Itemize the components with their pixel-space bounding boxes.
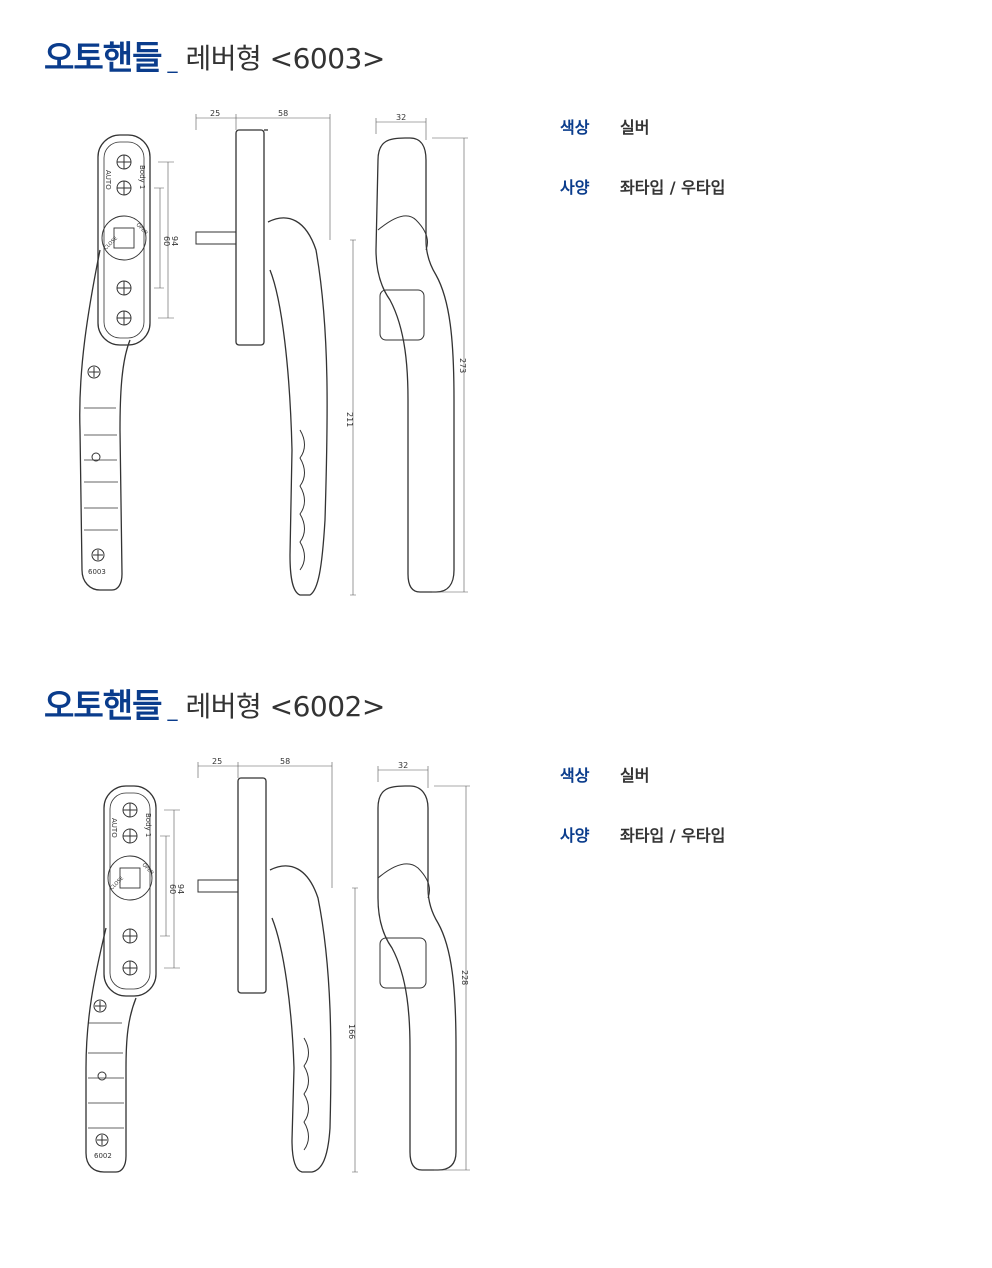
spec-label: 사양 [560, 178, 590, 197]
product-section-6002: 오토핸들 _ 레버형 <6002> AUTO Body 1 OPEN CLOSE [0, 648, 992, 1268]
front-lever-arm [79, 249, 131, 591]
dim-94: 94 [170, 236, 179, 246]
dim-32: 32 [396, 113, 406, 122]
side-base-plate [237, 777, 267, 994]
dim-94: 94 [176, 884, 185, 894]
side-base-plate [235, 129, 265, 346]
dim-32: 32 [398, 761, 408, 770]
dim-25: 25 [212, 757, 222, 766]
screw-icon [93, 802, 138, 1147]
spec-label: 색상 [560, 118, 590, 137]
plate-label-open: OPEN [141, 862, 155, 876]
product-brand: 오토핸들 [44, 38, 162, 77]
product-model: 레버형 <6003> [185, 42, 385, 75]
spec-row-color: 색상 실버 [560, 112, 725, 140]
plate-label-body: Body 1 [144, 813, 152, 837]
front-lever-arm [85, 927, 137, 1173]
dim-273: 273 [458, 358, 467, 373]
plate-label-auto: AUTO [110, 818, 118, 838]
side-spindle [195, 231, 237, 245]
dim-60: 60 [162, 236, 171, 246]
product-model: 레버형 <6002> [185, 690, 385, 723]
dim-58: 58 [280, 757, 290, 766]
spec-value: 실버 [620, 766, 650, 785]
spec-list: 색상 실버 사양 좌타입 / 우타입 [560, 760, 725, 880]
plate-label-close: CLOSE [103, 236, 119, 252]
spec-value: 좌타입 / 우타입 [620, 826, 726, 845]
plate-label-auto: AUTO [104, 170, 112, 190]
rear-lever [375, 137, 455, 593]
plate-label-body: Body 1 [138, 165, 146, 189]
product-section-6003: 오토핸들 _ 레버형 <6003> AUTO B [0, 0, 992, 620]
dim-166: 166 [347, 1024, 356, 1039]
technical-drawing: AUTO Body 1 OPEN CLOSE 6003 94 60 [79, 109, 468, 596]
plate-label-code: 6003 [88, 568, 106, 576]
spec-row-type: 사양 좌타입 / 우타입 [560, 820, 725, 848]
spec-row-color: 색상 실버 [560, 760, 725, 788]
plate-label-code: 6002 [94, 1152, 112, 1160]
dim-25: 25 [210, 109, 220, 118]
dim-228: 228 [460, 970, 469, 985]
plate-label-open: OPEN [135, 222, 149, 236]
title-separator: _ [167, 49, 178, 73]
front-base-plate [103, 785, 157, 997]
product-title: 오토핸들 _ 레버형 <6003> [44, 30, 385, 78]
title-separator: _ [167, 697, 178, 721]
product-brand: 오토핸들 [44, 686, 162, 725]
plate-label-close: CLOSE [109, 876, 125, 892]
dim-58: 58 [278, 109, 288, 118]
spec-label: 색상 [560, 766, 590, 785]
screw-icon [87, 154, 132, 562]
dim-60: 60 [168, 884, 177, 894]
technical-drawing: AUTO Body 1 OPEN CLOSE 6002 94 60 25 58 [85, 757, 470, 1173]
spec-row-type: 사양 좌타입 / 우타입 [560, 172, 725, 200]
spec-value: 좌타입 / 우타입 [620, 178, 726, 197]
product-title: 오토핸들 _ 레버형 <6002> [44, 678, 385, 726]
side-lever [267, 217, 328, 596]
spec-value: 실버 [620, 118, 650, 137]
spec-list: 색상 실버 사양 좌타입 / 우타입 [560, 112, 725, 232]
side-spindle [197, 879, 239, 893]
dim-211: 211 [345, 412, 354, 427]
rear-lever [377, 785, 457, 1171]
spec-label: 사양 [560, 826, 590, 845]
side-lever [269, 865, 332, 1173]
front-base-plate [97, 134, 151, 346]
